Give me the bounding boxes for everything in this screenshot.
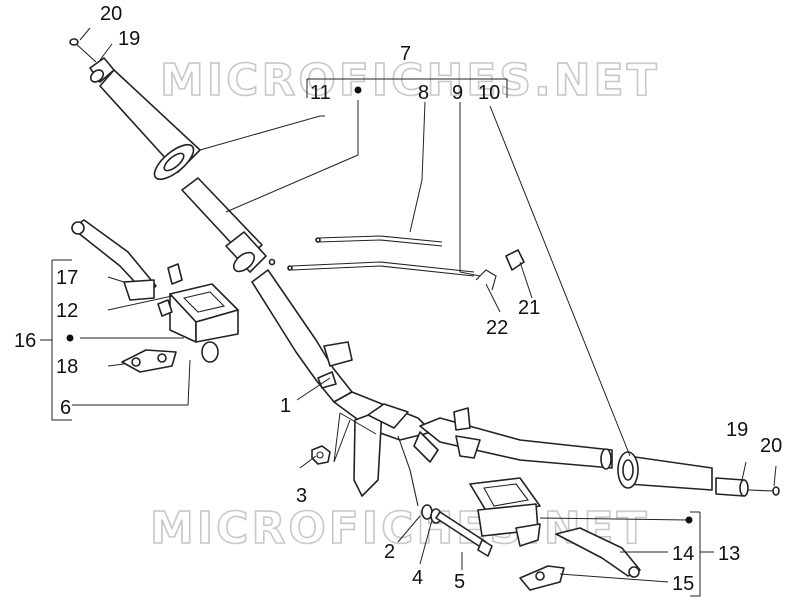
left-lever-pin xyxy=(167,263,183,285)
callout-18: 18 xyxy=(56,356,78,378)
right-clamp xyxy=(519,565,565,591)
callout-19-right: 19 xyxy=(726,419,748,441)
callout-22: 22 xyxy=(486,317,508,339)
callout-1: 1 xyxy=(280,395,291,417)
callout-11: 11 xyxy=(310,82,331,104)
callout-12: 12 xyxy=(56,300,78,322)
callout-16: 16 xyxy=(14,330,36,352)
left-bar-end-weight xyxy=(89,57,115,83)
watermark-top: MICROFICHES.NET xyxy=(160,55,660,106)
right-bar-end-weight xyxy=(715,477,749,497)
marker-dot xyxy=(354,86,362,94)
throttle-sleeve xyxy=(225,231,267,273)
callout-9: 9 xyxy=(452,82,463,104)
left-clamp xyxy=(121,349,177,373)
marker-dot xyxy=(66,334,74,342)
right-master-cylinder xyxy=(469,477,541,547)
left-brake-lever xyxy=(71,219,157,301)
callout-15: 15 xyxy=(672,573,694,595)
callout-14: 14 xyxy=(672,543,694,565)
right-grip xyxy=(617,451,713,491)
watermark-bottom: MICROFICHES.NET xyxy=(150,503,650,554)
right-bar-end-screw xyxy=(747,486,780,496)
callout-6: 6 xyxy=(60,397,71,419)
callout-8: 8 xyxy=(418,82,429,104)
cable-connector xyxy=(475,249,525,291)
callout-10: 10 xyxy=(478,82,500,104)
handlebar-tube xyxy=(181,177,613,507)
callout-4: 4 xyxy=(412,567,423,589)
callout-21: 21 xyxy=(518,297,540,319)
callout-2: 2 xyxy=(384,541,395,563)
callout-20-left: 20 xyxy=(100,3,122,25)
left-master-cylinder xyxy=(157,283,239,363)
bolt xyxy=(435,511,493,557)
callout-20-right: 20 xyxy=(760,435,782,457)
callout-7: 7 xyxy=(400,43,411,65)
right-brake-lever xyxy=(555,527,641,578)
left-bar-end-screw xyxy=(69,38,97,63)
callout-13: 13 xyxy=(718,543,740,565)
callout-5: 5 xyxy=(454,571,465,593)
leader-lines xyxy=(40,27,777,597)
callout-17: 17 xyxy=(56,267,78,289)
nut xyxy=(311,445,331,465)
callout-3: 3 xyxy=(296,485,307,507)
marker-dot xyxy=(685,516,693,524)
callout-19-left: 19 xyxy=(118,28,140,50)
throttle-cables xyxy=(268,235,475,277)
